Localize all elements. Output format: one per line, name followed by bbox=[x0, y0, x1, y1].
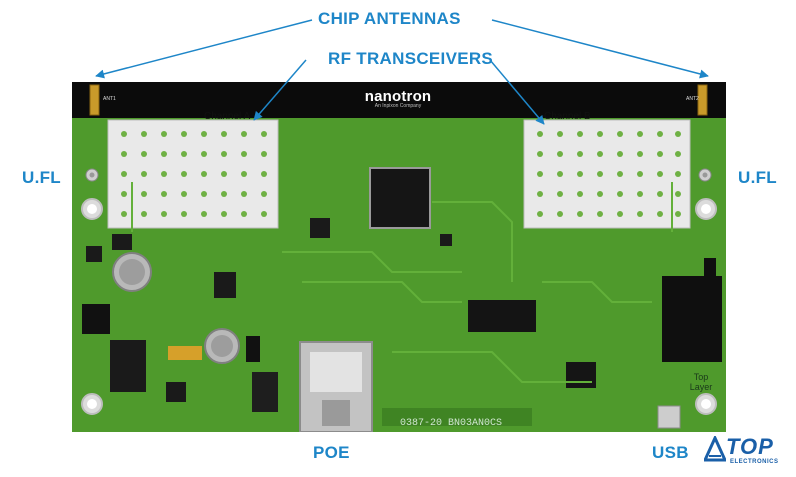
logo-name: TOP bbox=[726, 434, 774, 459]
channel-b-label: Channel B bbox=[544, 111, 591, 122]
arrow-chip-antenna-left bbox=[95, 19, 313, 79]
top-electronics-logo: TOP ELECTRONICS bbox=[704, 434, 790, 472]
pcb-board-image bbox=[72, 82, 726, 432]
channel-a-label: Channel A bbox=[204, 111, 251, 122]
brand-subtitle: An Inpixon Company bbox=[374, 103, 422, 109]
part-number-label: 0387-20 BN03AN0CS bbox=[400, 418, 503, 429]
logo-sub: ELECTRONICS bbox=[730, 459, 779, 465]
ufl-right-label: U.FL bbox=[738, 168, 777, 187]
ufl-left-label: U.FL bbox=[22, 168, 61, 187]
ant2-label: ANT2 bbox=[686, 96, 699, 102]
chip-antennas-label: CHIP ANTENNAS bbox=[318, 9, 461, 28]
rf-transceivers-label: RF TRANSCEIVERS bbox=[328, 49, 494, 68]
brand-name: nanotron bbox=[364, 88, 432, 105]
board-brand-logo: nanotron An Inpixon Company bbox=[342, 88, 454, 109]
poe-label: POE bbox=[313, 443, 350, 462]
usb-label: USB bbox=[652, 443, 689, 462]
arrow-chip-antenna-right bbox=[491, 19, 709, 79]
ant1-label: ANT1 bbox=[103, 96, 116, 102]
logo-mark-icon bbox=[704, 436, 726, 462]
top-layer-label: Top Layer bbox=[689, 372, 713, 392]
